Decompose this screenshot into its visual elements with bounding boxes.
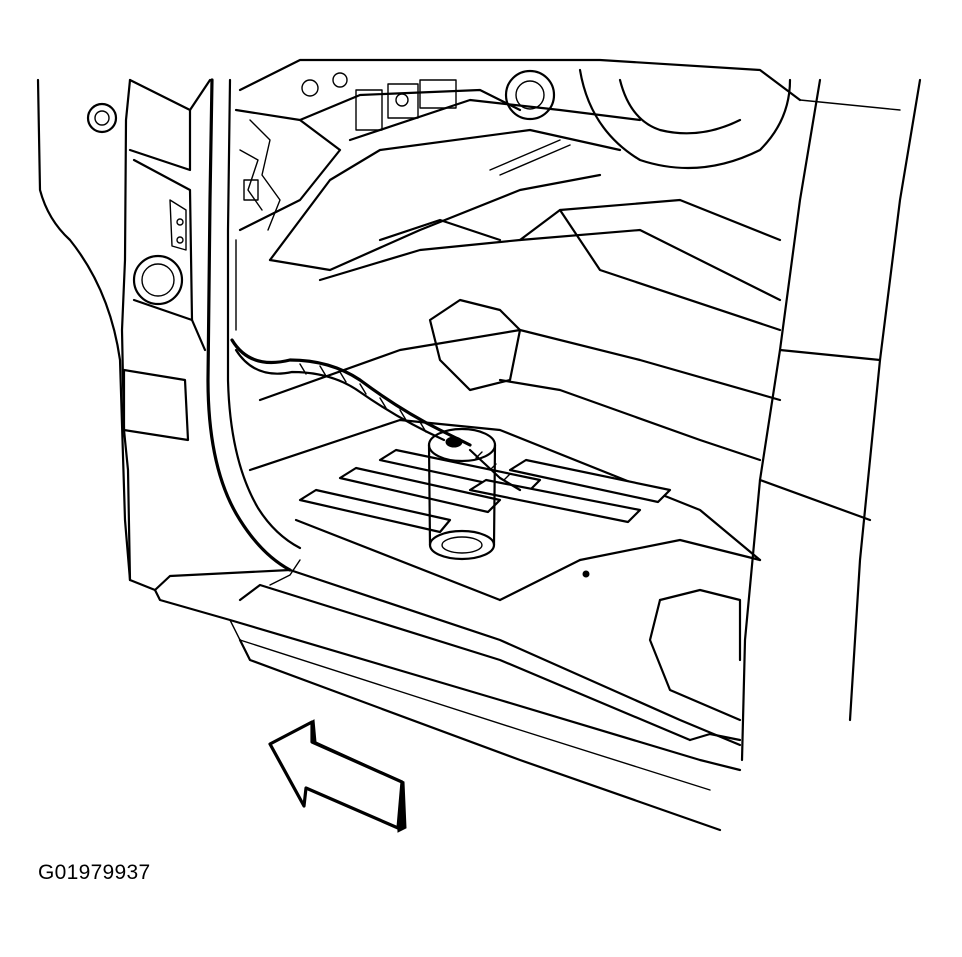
right-wall [740,78,922,762]
grommet-icon [445,436,463,448]
rocker-panel [128,559,742,832]
dashboard-area [234,58,802,272]
door-frame [206,78,302,572]
b-pillar [36,78,212,582]
location-callout-cylinder [427,427,497,561]
floor-pan [248,198,782,602]
figure-id-label: G01979937 [38,861,151,884]
pillar-bolt-icon [86,102,118,134]
pillar-hole-icon [132,254,184,306]
floor-hole-icon [582,570,590,578]
wiring-harness [230,338,522,492]
front-direction-arrow-icon [268,719,407,833]
